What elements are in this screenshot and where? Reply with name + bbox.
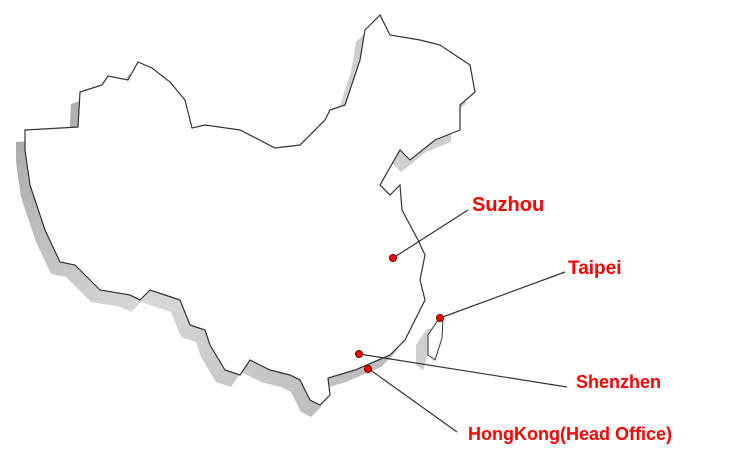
suzhou-marker[interactable] xyxy=(389,254,397,262)
taipei-label[interactable]: Taipei xyxy=(568,258,622,279)
mainland-outline xyxy=(24,13,476,406)
shenzhen-label[interactable]: Shenzhen xyxy=(576,372,662,392)
shenzhen-marker[interactable] xyxy=(355,350,363,358)
hongkong-marker[interactable] xyxy=(364,365,372,373)
taiwan xyxy=(416,317,444,370)
hongkong-label[interactable]: HongKong(Head Office) xyxy=(468,424,672,444)
taipei-leader-line xyxy=(439,271,566,319)
suzhou-label[interactable]: Suzhou xyxy=(472,194,545,216)
suzhou-leader-line xyxy=(392,209,469,259)
hongkong-leader-line xyxy=(368,368,458,433)
shenzhen-leader-line xyxy=(358,353,568,388)
taipei-marker[interactable] xyxy=(436,314,444,322)
